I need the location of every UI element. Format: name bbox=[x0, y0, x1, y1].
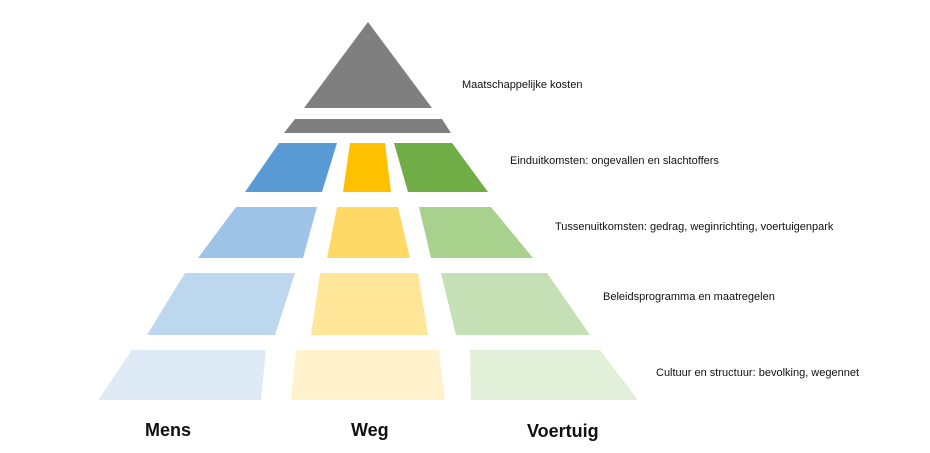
level-label-policy-measures: Beleidsprogramma en maatregelen bbox=[603, 291, 775, 303]
column-label-voertuig: Voertuig bbox=[527, 421, 599, 441]
column-label-mens: Mens bbox=[145, 420, 192, 440]
cell-row2-mens bbox=[198, 207, 317, 258]
column-label-weg: Weg bbox=[351, 420, 389, 440]
cell-row3-mens bbox=[147, 273, 295, 335]
cell-row1-voertuig bbox=[394, 143, 488, 192]
cell-row3-weg bbox=[311, 273, 428, 335]
cell-row4-voertuig bbox=[470, 350, 638, 400]
cell-row2-voertuig bbox=[419, 207, 533, 258]
level-label-societal-costs: Maatschappelijke kosten bbox=[462, 79, 583, 91]
cell-row2-weg bbox=[327, 207, 410, 258]
cell-row1-mens bbox=[245, 143, 337, 192]
pyramid-cells bbox=[98, 143, 638, 400]
cell-row4-mens bbox=[98, 350, 266, 400]
cell-row4-weg bbox=[291, 350, 445, 400]
grey-band bbox=[284, 119, 451, 133]
level-label-intermediate-outcomes: Tussenuitkomsten: gedrag, weginrichting,… bbox=[555, 221, 834, 233]
apex-triangle-costs bbox=[304, 22, 432, 108]
cell-row3-voertuig bbox=[441, 273, 590, 335]
cell-row1-weg bbox=[343, 143, 391, 192]
level-label-culture-structure: Cultuur en structuur: bevolking, wegenne… bbox=[656, 367, 860, 379]
level-label-final-outcomes: Einduitkomsten: ongevallen en slachtoffe… bbox=[510, 155, 719, 167]
